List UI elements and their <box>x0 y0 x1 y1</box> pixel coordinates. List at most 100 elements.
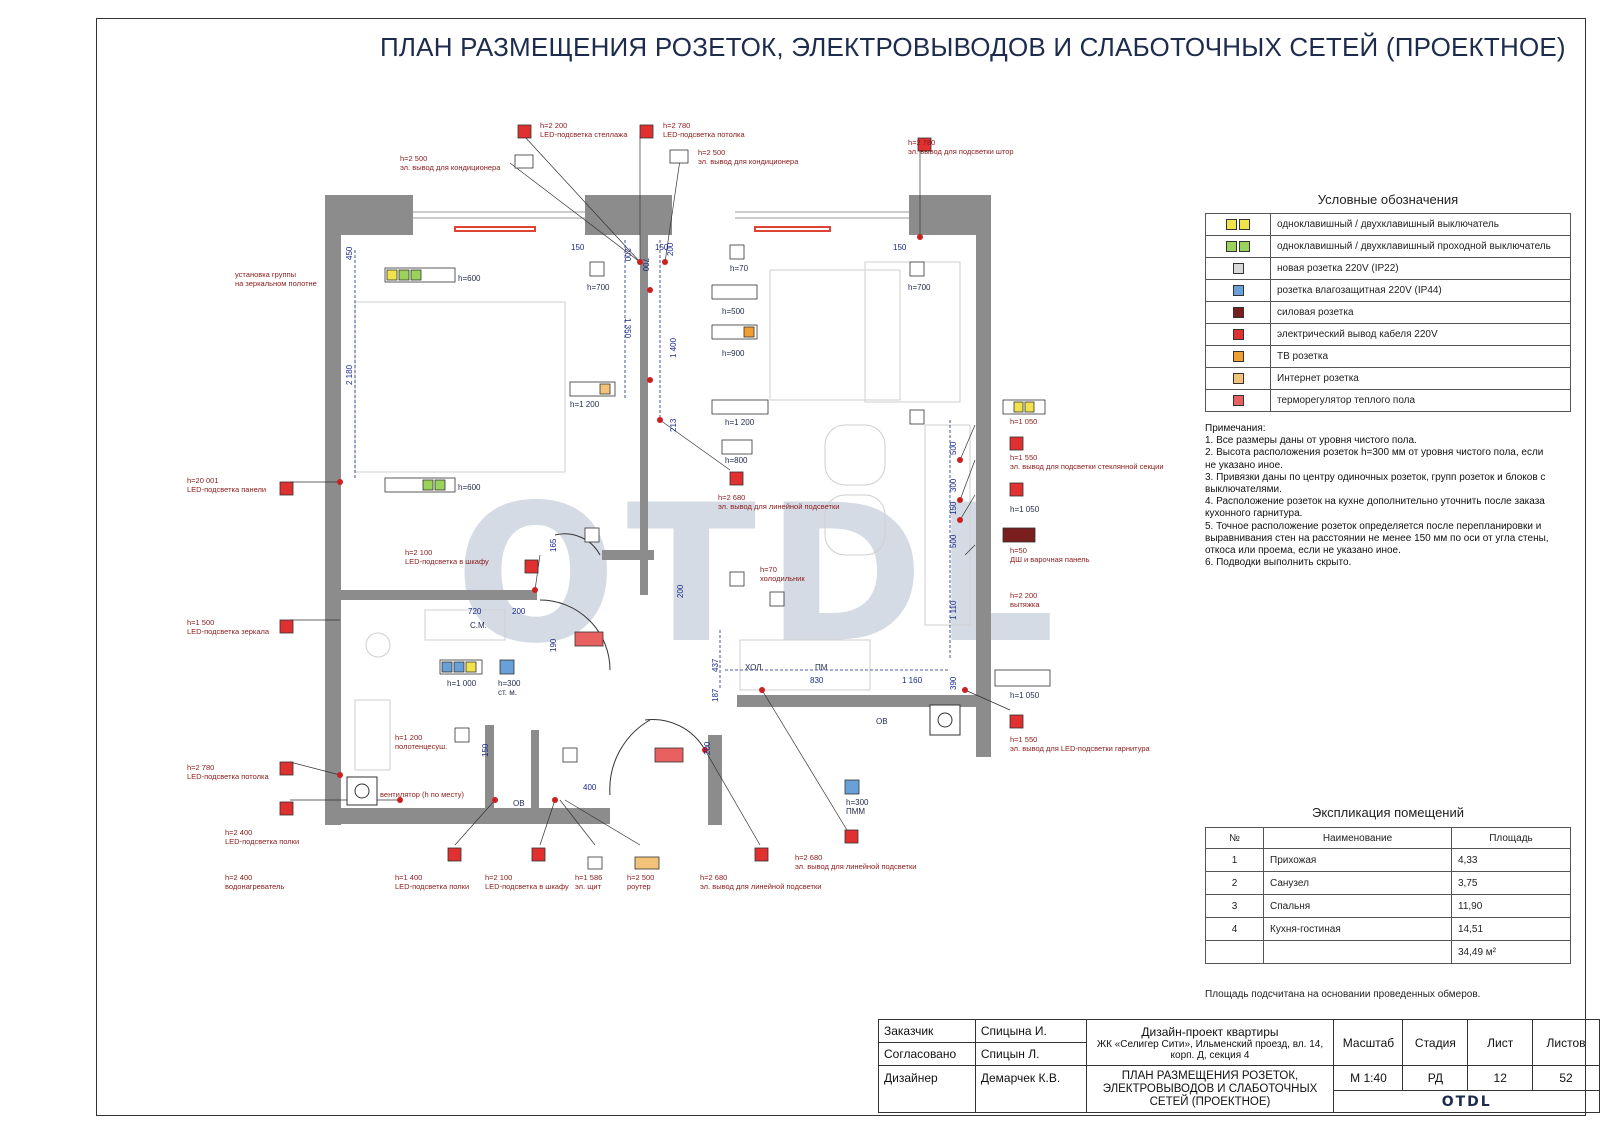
dim-text: 200 <box>666 242 675 256</box>
window-heaters <box>454 226 831 232</box>
walls <box>325 195 991 825</box>
legend-row: одноклавишный / двухклавишный выключател… <box>1205 213 1571 236</box>
label-h1200b: h=1 200 <box>725 418 755 427</box>
label-h700a: h=700 <box>587 283 610 292</box>
dimension-lines <box>354 240 951 690</box>
legend-text: новая розетка 220V (IP22) <box>1270 257 1571 280</box>
sheet-value: 12 <box>1467 1065 1534 1091</box>
sheet-title: ПЛАН РАЗМЕЩЕНИЯ РОЗЕТОК, ЭЛЕКТРОВЫВОДОВ … <box>1085 1065 1335 1113</box>
dim-text: 200 <box>623 248 632 262</box>
table-cell: Спальня <box>1263 894 1452 918</box>
note-line: 2. Высота расположения розеток h=300 мм … <box>1205 447 1544 459</box>
note-line: 6. Подводки выполнить скрыто. <box>1205 557 1352 569</box>
notes-heading: Примечания: <box>1205 423 1266 434</box>
legend: Условные обозначения одноклавишный / дву… <box>1205 192 1571 412</box>
legend-symbol <box>1205 279 1271 302</box>
legend-symbol <box>1205 345 1271 368</box>
dim-text: 150 <box>655 243 669 252</box>
dim-text: 1 400 <box>669 337 678 358</box>
dim-text: 700 <box>641 258 650 272</box>
sheets-label: Листов <box>1532 1019 1600 1066</box>
label-h600b: h=600 <box>458 483 481 492</box>
legend-symbol <box>1205 235 1271 258</box>
legend-row: розетка влагозащитная 220V (IP44) <box>1205 279 1571 302</box>
label-ov1: ОВ <box>876 717 888 726</box>
table-cell: 4,33 <box>1451 848 1571 872</box>
legend-row: одноклавишный / двухклавишный проходной … <box>1205 235 1571 258</box>
label-pm: ПМ <box>815 663 828 672</box>
dim-text: 830 <box>810 676 824 685</box>
scale-value: М 1:40 <box>1333 1065 1404 1091</box>
legend-text: терморегулятор теплого пола <box>1270 389 1571 412</box>
led-outputs <box>279 124 1024 862</box>
customer-label: Заказчик <box>878 1019 976 1043</box>
project-address: ЖК «Селигер Сити», Ильменский проезд, вл… <box>1096 1038 1324 1061</box>
dim-text: 1 110 <box>949 600 958 620</box>
legend-chip <box>1226 218 1237 230</box>
table-row: 34,49 м² <box>1205 940 1571 964</box>
dim-text: 150 <box>571 243 585 252</box>
label-h900: h=900 <box>722 349 745 358</box>
legend-text: одноклавишный / двухклавишный выключател… <box>1270 213 1571 236</box>
table-cell: 11,90 <box>1451 894 1571 918</box>
table-cell <box>1263 940 1452 964</box>
dim-text: 150 <box>481 743 490 757</box>
label-h70: h=70 <box>730 264 749 273</box>
dim-text: 150 <box>893 243 907 252</box>
dim-text: 190 <box>549 638 558 652</box>
watermark: OTDL <box>455 464 1065 685</box>
label-h1050b: h=1 050 <box>1010 505 1040 514</box>
table-cell: Кухня-гостиная <box>1263 917 1452 941</box>
label-ventil: вентилятор (h по месту) <box>380 790 464 799</box>
note-line: 1. Все размеры даны от уровня чистого по… <box>1205 435 1417 447</box>
outlet-groups <box>384 267 1051 870</box>
legend-row: Интернет розетка <box>1205 367 1571 390</box>
approved-name: Спицын Л. <box>974 1042 1087 1066</box>
explication-header-cell: Площадь <box>1451 827 1571 849</box>
leader-lines <box>289 135 1011 846</box>
table-cell: 3,75 <box>1451 871 1571 895</box>
legend-text: Интернет розетка <box>1270 367 1571 390</box>
legend-symbol <box>1205 257 1271 280</box>
dim-text: 200 <box>512 607 526 616</box>
legend-chip <box>1239 240 1250 252</box>
table-cell: Санузел <box>1263 871 1452 895</box>
label-h1000: h=1 000 <box>447 679 477 688</box>
label-h700b: h=700 <box>908 283 931 292</box>
legend-symbol <box>1205 389 1271 412</box>
notes: Примечания: 1. Все размеры даны от уровн… <box>1205 423 1575 569</box>
table-cell: 1 <box>1205 848 1264 872</box>
title-block: Заказчик Спицына И. Дизайн-проект кварти… <box>878 1019 1600 1113</box>
dim-text: 2 180 <box>345 364 354 385</box>
dim-text: 213 <box>669 418 678 432</box>
sheet-label: Лист <box>1467 1019 1534 1066</box>
label-hol: ХОЛ. <box>745 663 764 672</box>
area-footnote: Площадь подсчитана на основании проведен… <box>1205 989 1481 1000</box>
legend-row: электрический вывод кабеля 220V <box>1205 323 1571 346</box>
dim-text: 500 <box>949 534 958 548</box>
legend-text: ТВ розетка <box>1270 345 1571 368</box>
windows <box>413 211 909 219</box>
legend-row: ТВ розетка <box>1205 345 1571 368</box>
table-cell: 2 <box>1205 871 1264 895</box>
dim-text: 200 <box>676 584 685 598</box>
legend-text: одноклавишный / двухклавишный проходной … <box>1270 235 1571 258</box>
